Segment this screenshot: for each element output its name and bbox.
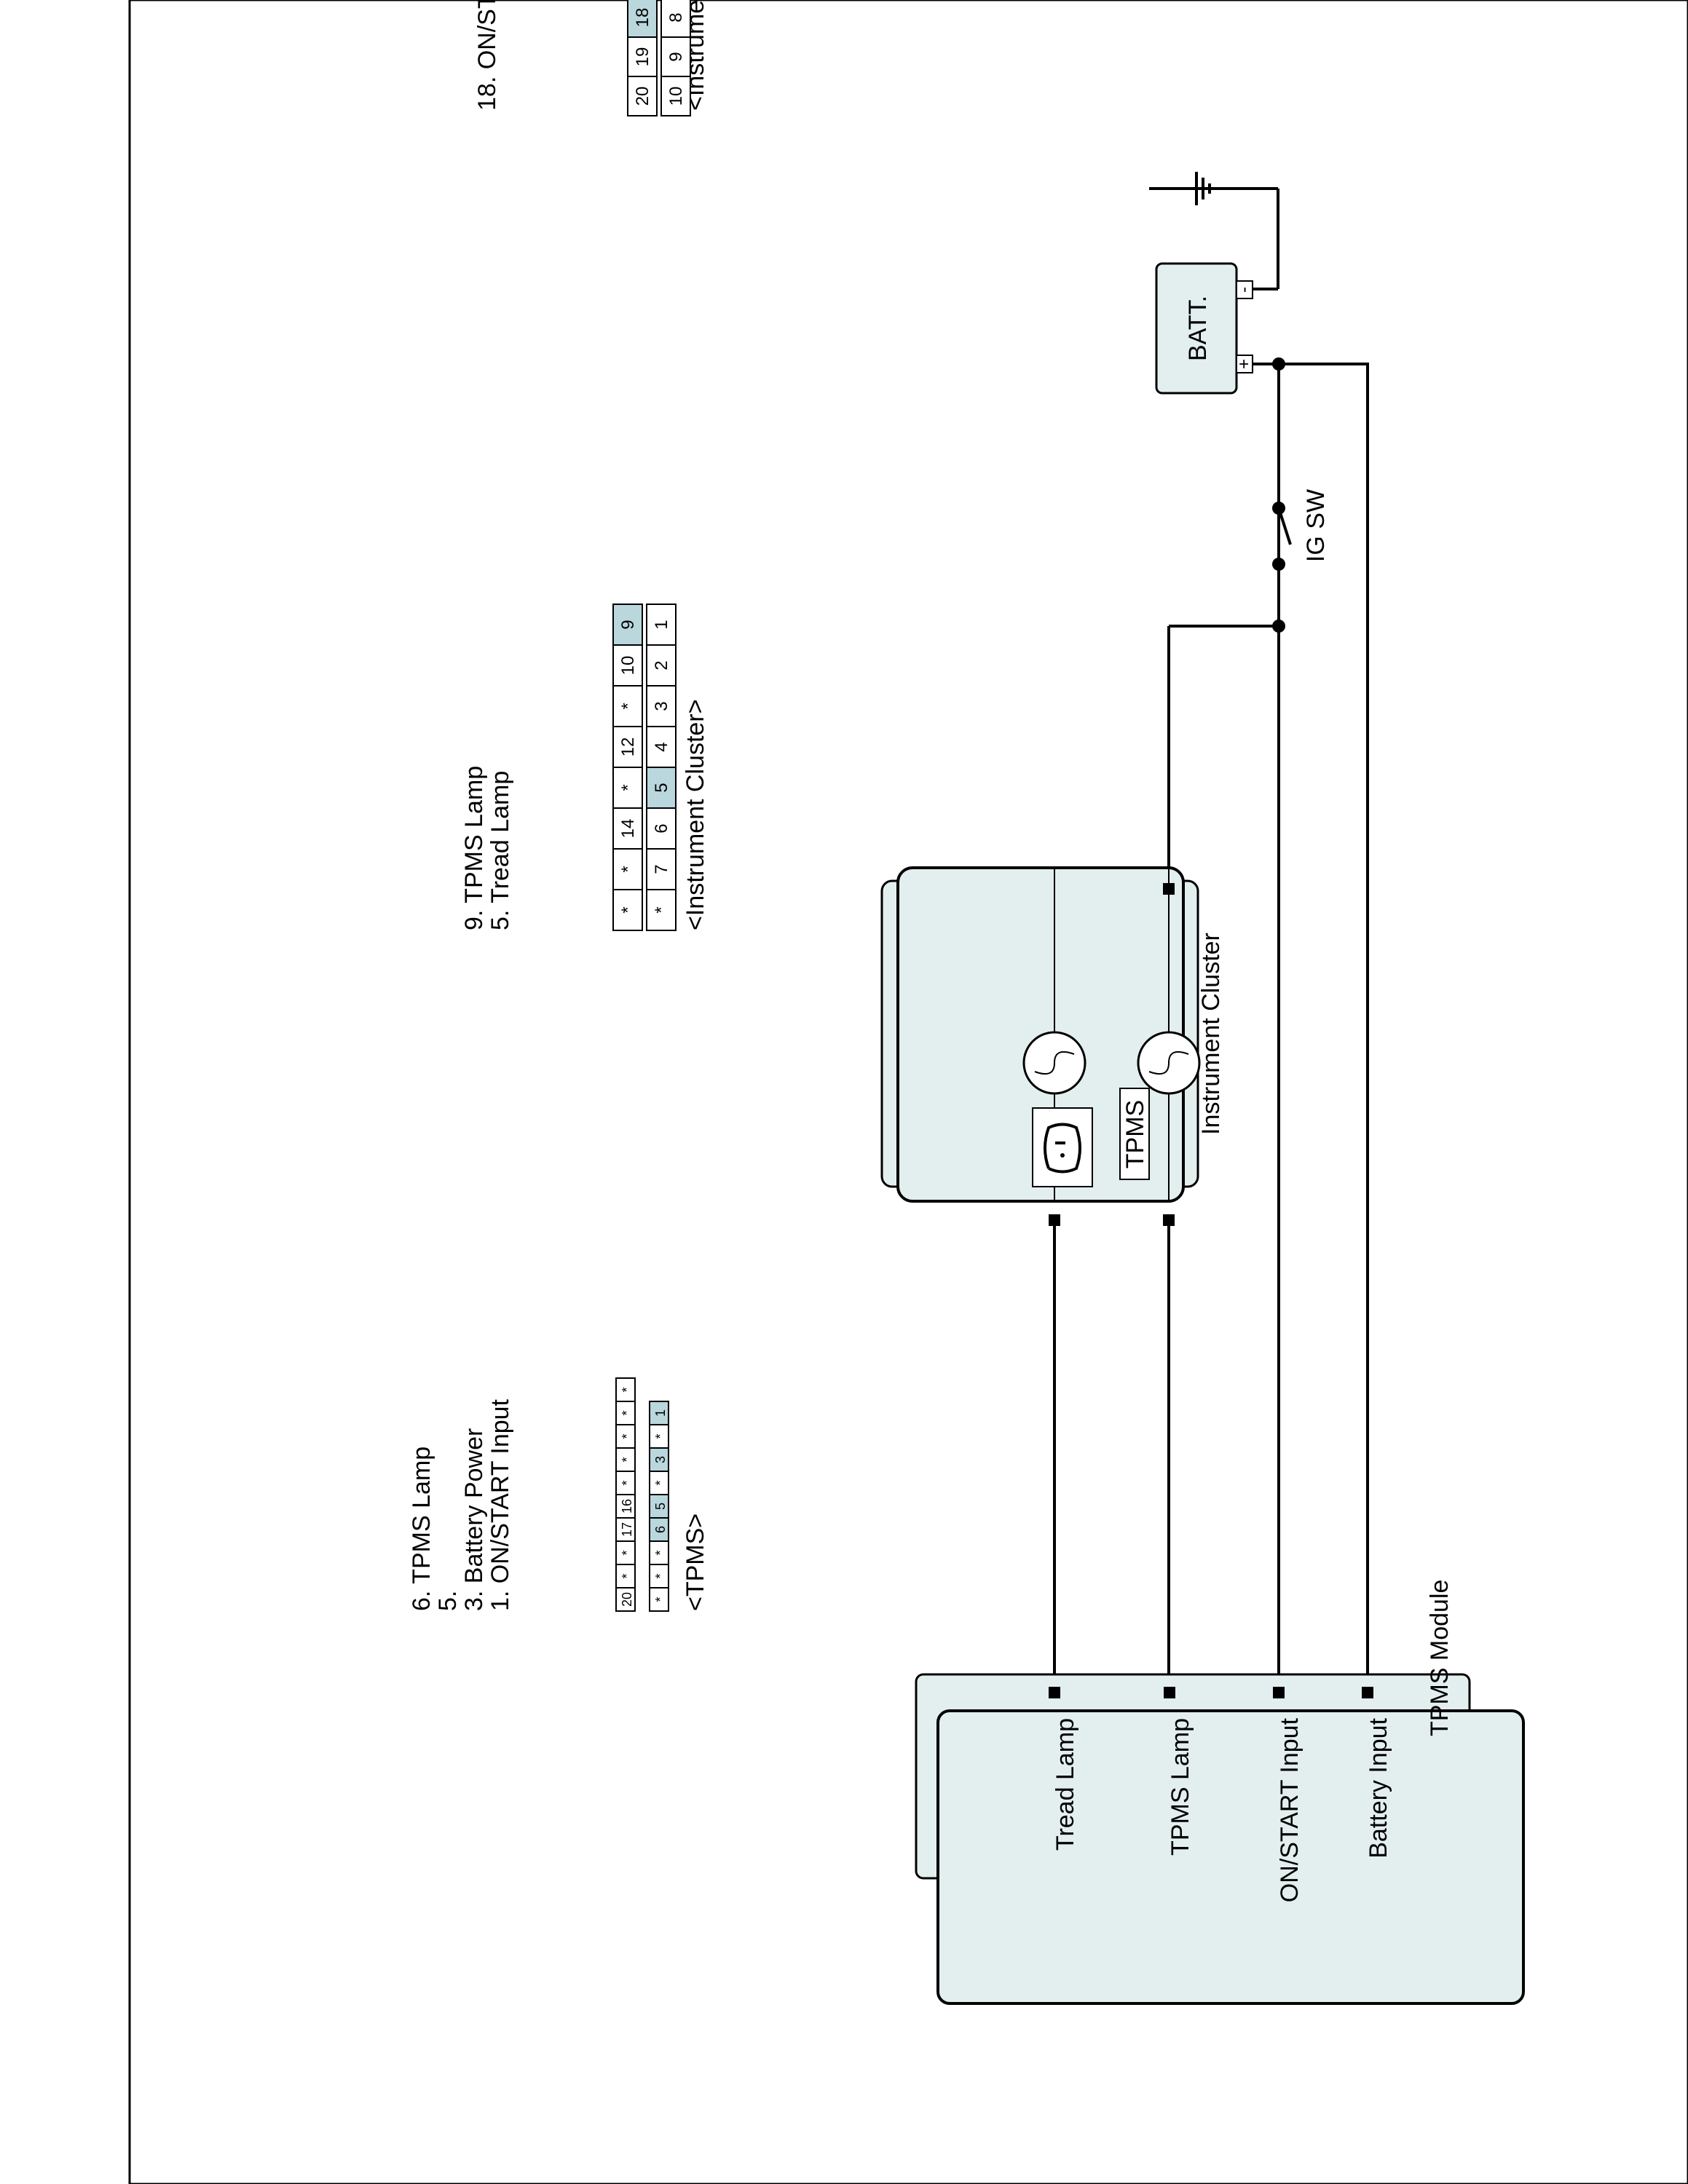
connector-pin-label: 19 — [633, 47, 652, 67]
connector-pin-label: * — [620, 1457, 634, 1462]
connector-tpms-desc-1: 1. ON/START Input — [486, 1398, 514, 1611]
cluster-title: Instrument Cluster — [1197, 933, 1225, 1135]
connector-pin-cell — [612, 604, 643, 646]
connector-pin-label: * — [618, 703, 638, 709]
connector-pin-label: 14 — [618, 819, 638, 839]
connector-pin-label: * — [653, 1480, 668, 1485]
connector-pin-label: * — [618, 784, 638, 791]
connector-tpms-desc-3: 5. — [434, 1591, 462, 1611]
connector-pin-label: * — [653, 1433, 668, 1439]
connector-cluster-a: <Instrument Cluster> 109876*4321201918*1… — [473, 0, 709, 116]
connector-pin-label: * — [620, 1410, 634, 1415]
connector-pin-label: 17 — [620, 1522, 634, 1537]
tpms-pin-onstart: ON/START Input — [1276, 1717, 1304, 1902]
connector-pin-cell — [660, 0, 691, 38]
connector-pin-cell — [627, 0, 658, 38]
connector-pin-label: 7 — [652, 864, 671, 874]
connector-pin-label: * — [652, 906, 671, 913]
connector-pin-label: 1 — [653, 1409, 668, 1417]
tpms-module-title: TPMS Module — [1426, 1580, 1454, 1736]
tpms-pin-battery: Battery Input — [1365, 1717, 1392, 1858]
connector-pin-label: 6 — [652, 823, 671, 833]
connector-cluster-b-desc-2: 9. TPMS Lamp — [460, 766, 488, 930]
connector-pin-label: * — [618, 906, 638, 913]
tpms-pin-tpms-lamp: TPMS Lamp — [1167, 1718, 1194, 1856]
tpms-indicator-text: TPMS — [1121, 1100, 1149, 1168]
connector-pin-label: 5 — [653, 1503, 668, 1510]
connector-cluster-b-desc-1: 5. Tread Lamp — [486, 771, 514, 930]
connector-pin-label: 6 — [653, 1526, 668, 1533]
connector-pin-cell — [649, 1401, 669, 1425]
battery-minus: - — [1234, 287, 1254, 293]
connector-cluster-b: <Instrument Cluster> * 7 6 5 4 3 2 1 * * 14 * 12 * 10 9… — [460, 604, 709, 931]
battery-plus: + — [1234, 359, 1254, 369]
connector-pin-label: * — [620, 1550, 634, 1555]
connector-pin-label: 12 — [618, 737, 638, 757]
connector-pin-label: * — [620, 1480, 634, 1485]
connector-pin-cell — [615, 1377, 636, 1402]
connector-pin-label: 9 — [618, 620, 638, 629]
tpms-lamp-bulb — [1137, 1031, 1201, 1095]
connector-pin-label: * — [618, 866, 638, 872]
tread-lamp-bulb — [1022, 1031, 1086, 1095]
connector-pin-label: 9 — [666, 52, 686, 61]
connector-pin-label: 10 — [666, 87, 686, 106]
connector-tpms: <TPMS> * * * 6 5 * 3 * 1 20 * * 17 16 * * * * * 1. ON/STAR… — [408, 1377, 709, 1612]
connector-pin-label: 3 — [652, 701, 671, 711]
battery-label: BATT. — [1184, 296, 1212, 361]
connector-pin-label: * — [620, 1433, 634, 1439]
connector-pin-label: * — [620, 1573, 634, 1578]
connector-pin-label: 5 — [652, 783, 671, 792]
ground-symbol — [1149, 172, 1278, 205]
ig-switch: IG SW — [1272, 364, 1330, 571]
connector-tpms-desc-4: 6. TPMS Lamp — [408, 1447, 435, 1611]
connector-pin-label: 4 — [652, 742, 671, 751]
connector-pin-label: 20 — [633, 87, 652, 106]
connector-pin-label: * — [653, 1597, 668, 1602]
tpms-indicator-box — [1119, 1088, 1150, 1180]
tire-warning-icon — [1032, 1107, 1093, 1187]
connector-pin-label: 2 — [652, 660, 671, 670]
connector-cluster-b-title: <Instrument Cluster> — [682, 700, 709, 930]
tpms-pin-tread-lamp: Tread Lamp — [1052, 1718, 1079, 1851]
connector-tpms-title: <TPMS> — [682, 1514, 709, 1611]
connector-tpms-desc-2: 3. Battery Power — [460, 1428, 488, 1611]
battery: BATT. - + — [1155, 262, 1254, 395]
connector-pin-label: 18 — [633, 8, 652, 28]
connector-pin-label: * — [620, 1387, 634, 1392]
connector-pin-label: 10 — [618, 656, 638, 676]
instrument-cluster: Instrument Cluster TPMS — [880, 866, 1225, 1226]
connector-pin-label: * — [653, 1550, 668, 1555]
ig-switch-label: IG SW — [1302, 489, 1330, 562]
connector-pin-label: 16 — [620, 1499, 634, 1514]
connector-pin-label: 20 — [620, 1592, 634, 1607]
connector-cluster-a-desc: 18. ON/START Input — [473, 0, 501, 111]
connector-pin-label: * — [653, 1573, 668, 1578]
tpms-module: TPMS Module Battery Input ON/START Input… — [915, 1580, 1525, 2005]
page-border — [128, 0, 1688, 2184]
connector-pin-label: 8 — [666, 12, 686, 22]
connector-pin-cell — [646, 604, 677, 646]
connector-pin-label: 3 — [653, 1456, 668, 1463]
connector-pin-label: 1 — [652, 620, 671, 629]
